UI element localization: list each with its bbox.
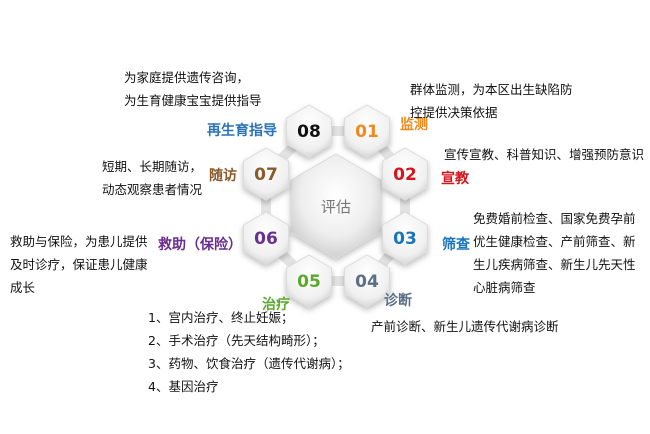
desc-monitoring: 群体监测，为本区出生缺陷防 控提供决策依据 — [410, 78, 573, 124]
stage-number: 08 — [297, 122, 321, 142]
stage-hexagon-shape — [344, 254, 390, 308]
stage-hexagon-06: 06 — [243, 211, 289, 265]
stage-hexagon-shape — [382, 211, 428, 265]
desc-reproductive-guidance: 为家庭提供遗传咨询， 为生育健康宝宝提供指导 — [124, 66, 262, 112]
stage-number: 04 — [355, 272, 379, 292]
desc-treatment: 1、宫内治疗、终止妊娠； 2、手术治疗（先天结构畸形）； 3、药物、饮食治疗（遗… — [148, 306, 350, 398]
stage-hexagon-shape — [344, 104, 390, 158]
desc-line: 群体监测，为本区出生缺陷防 — [410, 82, 573, 97]
desc-line: 为生育健康宝宝提供指导 — [124, 93, 262, 108]
desc-followup: 短期、长期随访， 动态观察患者情况 — [102, 155, 202, 201]
desc-line: 1、宫内治疗、终止妊娠； — [148, 310, 294, 325]
stage-label-diagnosis: 诊断 — [384, 293, 412, 309]
stage-hexagon-03: 03 — [382, 211, 428, 265]
stage-hexagon-08: 08 — [286, 104, 332, 158]
desc-line: 产前诊断、新生儿遗传代谢病诊断 — [371, 319, 559, 334]
stage-label-treatment: 治疗 — [262, 297, 290, 313]
desc-line: 控提供决策依据 — [410, 105, 498, 120]
stage-hexagon-shape — [286, 254, 332, 308]
stage-number: 07 — [254, 165, 278, 185]
stage-label-education: 宣教 — [441, 171, 469, 187]
stage-number: 01 — [355, 122, 379, 142]
stage-hexagon-07: 07 — [243, 147, 289, 201]
desc-line: 3、药物、饮食治疗（遗传代谢病）； — [148, 356, 350, 371]
stage-label-screening: 筛查 — [442, 237, 470, 253]
desc-screening: 免费婚前检查、国家免费孕前 优生健康检查、产前筛查、新 生儿疾病筛查、新生儿先天… — [473, 207, 636, 299]
stage-number: 03 — [393, 229, 417, 249]
center-hexagon: 评估 — [290, 153, 382, 259]
desc-line: 优生健康检查、产前筛查、新 — [473, 234, 636, 249]
stage-number: 02 — [393, 165, 417, 185]
stage-hexagon-02: 02 — [382, 147, 428, 201]
stage-hexagon-shape — [286, 104, 332, 158]
stage-hexagon-05: 05 — [286, 254, 332, 308]
desc-line: 短期、长期随访， — [102, 159, 203, 174]
desc-diagnosis: 产前诊断、新生儿遗传代谢病诊断 — [371, 315, 559, 338]
stage-label-followup: 随访 — [209, 168, 237, 184]
stage-hexagon-shape — [382, 147, 428, 201]
stage-hexagon-04: 04 — [344, 254, 390, 308]
desc-line: 成长 — [10, 280, 36, 295]
stage-hexagon-shape — [243, 147, 289, 201]
desc-line: 宣传宣教、科普知识、增强预防意识 — [444, 147, 645, 162]
desc-line: 4、基因治疗 — [148, 379, 219, 394]
desc-line: 为家庭提供遗传咨询， — [124, 70, 250, 85]
center-label: 评估 — [321, 198, 351, 216]
stage-number: 06 — [254, 229, 278, 249]
stage-hexagons: 01 02 03 04 05 06 07 08 — [243, 104, 428, 308]
desc-assistance: 救助与保险，为患儿提供 及时诊疗，保证患儿健康 成长 — [10, 230, 148, 299]
stage-hexagon-01: 01 — [344, 104, 390, 158]
center-hexagon-shape — [290, 153, 382, 259]
desc-line: 及时诊疗，保证患儿健康 — [10, 257, 148, 272]
stage-label-assistance: 救助（保险） — [158, 237, 242, 253]
stage-hexagon-shape — [243, 211, 289, 265]
stage-label-monitoring: 监测 — [400, 117, 428, 133]
desc-education: 宣传宣教、科普知识、增强预防意识 — [444, 143, 644, 166]
desc-line: 2、手术治疗（先天结构畸形）； — [148, 333, 325, 348]
stage-number: 05 — [297, 272, 321, 292]
stage-label-reproductive-guidance: 再生育指导 — [207, 123, 277, 139]
desc-line: 免费婚前检查、国家免费孕前 — [473, 211, 636, 226]
desc-line: 生儿疾病筛查、新生儿先天性 — [473, 257, 636, 272]
desc-line: 动态观察患者情况 — [102, 182, 203, 197]
desc-line: 救助与保险，为患儿提供 — [10, 234, 148, 249]
desc-line: 心脏病筛查 — [473, 280, 536, 295]
